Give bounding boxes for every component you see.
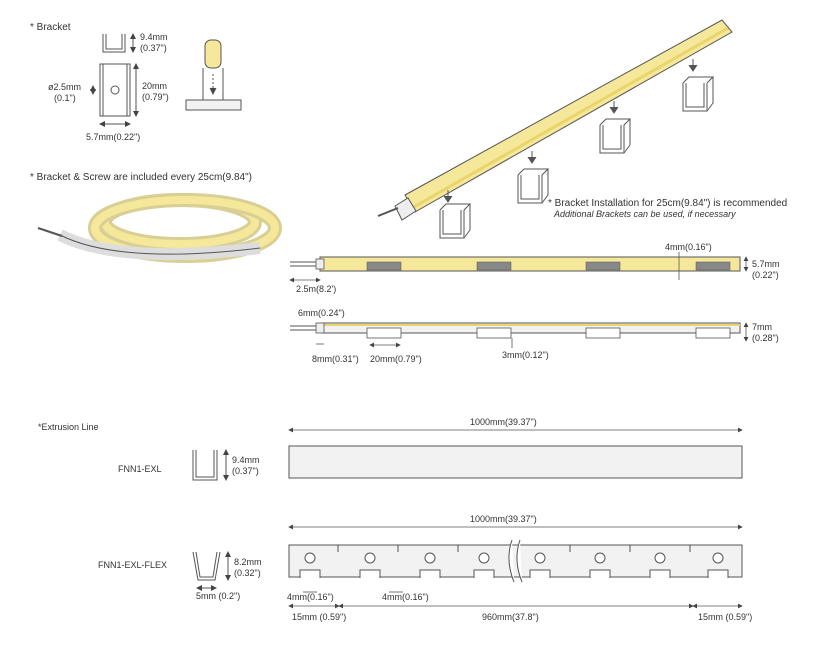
flex-name: FNN1-EXL-FLEX <box>98 560 167 570</box>
exl-height-mm: 9.4mm <box>232 455 260 465</box>
strip-top-view <box>289 252 749 283</box>
flex-height-in: (0.32") <box>234 568 261 578</box>
strip-side-bracketlen: 20mm(0.79") <box>370 354 422 364</box>
exl-profile <box>192 449 229 481</box>
strip-top-gap: 4mm(0.16") <box>665 242 712 252</box>
diagonal-strip <box>377 19 733 221</box>
install-brackets <box>439 59 715 239</box>
bracket-top-view <box>90 63 139 127</box>
strip-side-height-in: (0.28") <box>752 333 779 343</box>
strip-side-height-mm: 7mm <box>752 322 772 332</box>
bracket-hole-in: (0.1") <box>54 93 76 103</box>
strip-side-view <box>290 322 749 348</box>
strip-side-endcap: 6mm(0.24") <box>298 308 345 318</box>
bracket-front-view <box>102 33 136 53</box>
bracket-height-in: (0.37") <box>140 43 167 53</box>
install-note-sub: Additional Brackets can be used, if nece… <box>553 209 736 219</box>
exl-height-in: (0.37") <box>232 466 259 476</box>
flex-bar <box>288 524 743 609</box>
flex-width: 5mm (0.2") <box>196 591 240 601</box>
bracket-width: 5.7mm(0.22") <box>86 132 140 142</box>
strip-top-height-in: (0.22") <box>752 270 779 280</box>
flex-notch1: 4mm(0.16") <box>287 592 334 602</box>
bracket-assembled-view <box>185 39 242 111</box>
bracket-length-mm: 20mm <box>142 81 167 91</box>
install-note-main: * Bracket Installation for 25cm(9.84") i… <box>548 198 787 209</box>
flex-middle: 960mm(37.8") <box>482 612 539 622</box>
bracket-hole-mm: ø2.5mm <box>48 82 81 92</box>
section-included-title: * Bracket & Screw are included every 25c… <box>30 172 252 183</box>
strip-side-caplen: 8mm(0.31") <box>312 354 359 364</box>
section-bracket-title: * Bracket <box>30 22 71 33</box>
flex-height-mm: 8.2mm <box>234 557 262 567</box>
coiled-strip <box>37 193 282 263</box>
strip-top-cable: 2.5m(8.2') <box>296 284 336 294</box>
exl-length: 1000mm(39.37") <box>470 417 537 427</box>
flex-end-right: 15mm (0.59") <box>698 612 752 622</box>
flex-end-left: 15mm (0.59") <box>292 612 346 622</box>
exl-bar <box>288 427 743 479</box>
strip-side-bracketh: 3mm(0.12") <box>502 350 549 360</box>
bracket-length-in: (0.79") <box>142 92 169 102</box>
flex-length: 1000mm(39.37") <box>470 514 537 524</box>
section-extrusion-title: *Extrusion Line <box>38 422 99 432</box>
flex-notch2: 4mm(0.16") <box>382 592 429 602</box>
exl-name: FNN1-EXL <box>118 464 162 474</box>
flex-profile <box>192 551 231 591</box>
bracket-height-mm: 9.4mm <box>140 32 168 42</box>
strip-top-height-mm: 5.7mm <box>752 259 780 269</box>
